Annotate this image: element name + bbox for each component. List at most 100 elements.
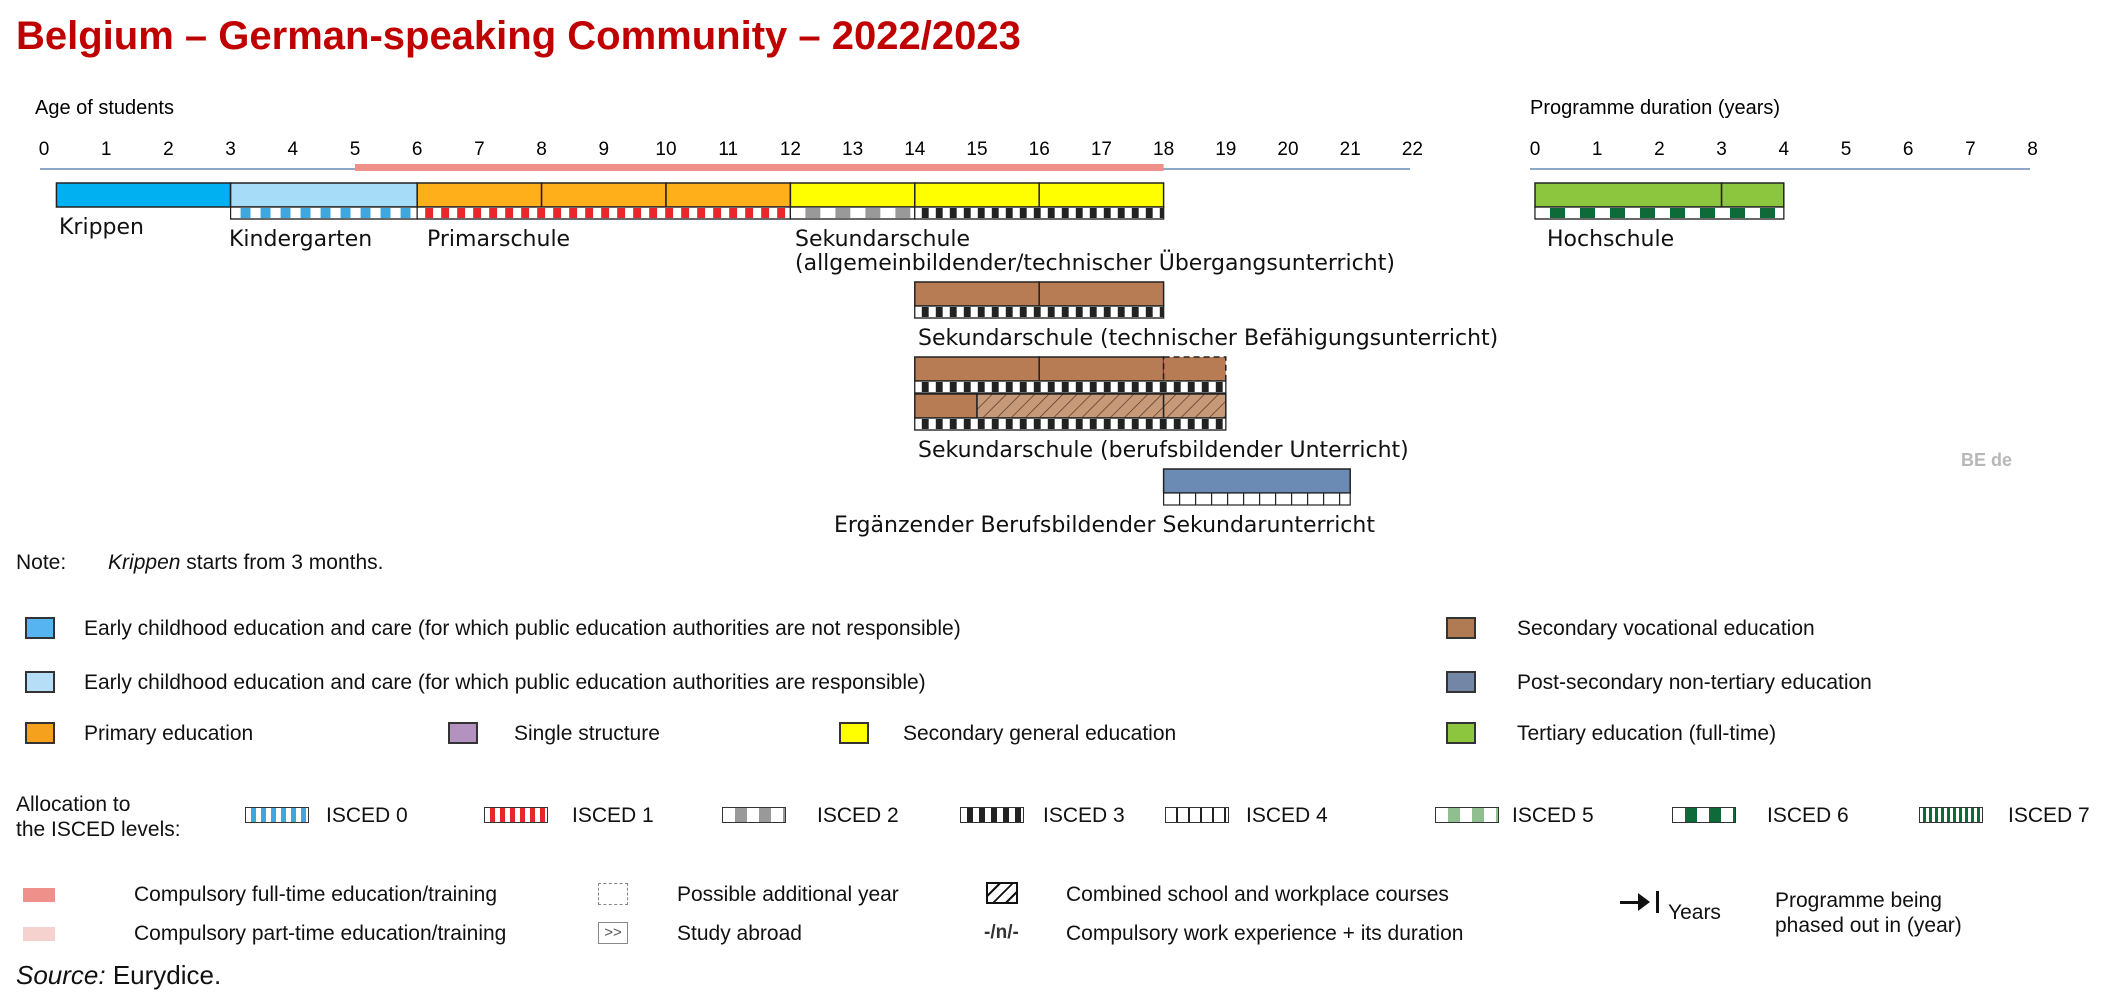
age-tick-6: 6 <box>412 139 423 160</box>
phased-out-label-2: phased out in (year) <box>1775 914 1962 937</box>
isced-strip-post-sec <box>1162 492 1351 506</box>
study-abroad-icon: >> <box>598 922 628 944</box>
isced-2-label: ISCED 2 <box>817 804 899 827</box>
isced-4-label: ISCED 4 <box>1246 804 1328 827</box>
work-experience-label: Compulsory work experience + its duratio… <box>1066 922 1464 945</box>
label-krippen: Krippen <box>59 215 144 240</box>
bar-post-sec <box>1162 468 1351 494</box>
note-rest: starts from 3 months. <box>180 551 384 574</box>
bar-sek-general-0 <box>789 182 916 208</box>
legend-swatch-ecec-resp <box>25 671 55 693</box>
bar-sek-voc-0 <box>914 356 1040 382</box>
legend-swatch-sec-general <box>839 722 869 744</box>
phased-out-label-1: Programme being <box>1775 889 1942 912</box>
duration-tick-1: 1 <box>1592 139 1603 160</box>
age-tick-15: 15 <box>966 139 987 160</box>
years-label: Years <box>1668 901 1721 924</box>
bar-hochschule-1 <box>1720 182 1785 208</box>
combined-icon <box>986 882 1018 904</box>
age-tick-8: 8 <box>536 139 547 160</box>
isced-label-1: Allocation to <box>16 793 131 816</box>
education-diagram: Age of students Programme duration (year… <box>35 97 2038 506</box>
years-arrow-icon <box>1620 901 1646 904</box>
legend-post-sec: Post-secondary non-tertiary education <box>1517 671 1872 694</box>
duration-tick-6: 6 <box>1903 139 1914 160</box>
additional-year-icon <box>598 883 628 905</box>
age-tick-2: 2 <box>163 139 174 160</box>
age-tick-5: 5 <box>350 139 361 160</box>
legend-single: Single structure <box>514 722 660 745</box>
source: Source: Eurydice. <box>16 960 221 991</box>
legend-sec-voc: Secondary vocational education <box>1517 617 1815 640</box>
country-code: BE de <box>1961 450 2013 470</box>
isced-6-label: ISCED 6 <box>1767 804 1849 827</box>
legend-ecec-not: Early childhood education and care (for … <box>84 617 961 640</box>
duration-tick-0: 0 <box>1530 139 1541 160</box>
age-tick-18: 18 <box>1153 139 1174 160</box>
note-italic: Krippen <box>108 551 181 574</box>
legend-swatch-primary <box>25 722 55 744</box>
label-sek-tech: Sekundarschule (technischer Befähigungsu… <box>918 326 1499 351</box>
bar-sek-voc-additional-year <box>1162 356 1227 382</box>
page-title: Belgium – German-speaking Community – 20… <box>16 14 1021 58</box>
isced-strip-primarschule <box>416 206 792 220</box>
isced-strip-kindergarten <box>230 206 418 220</box>
age-tick-0: 0 <box>39 139 50 160</box>
isced-5-swatch <box>1435 807 1499 823</box>
legend-tertiary: Tertiary education (full-time) <box>1517 722 1777 745</box>
label-kindergarten: Kindergarten <box>229 227 373 252</box>
age-tick-19: 19 <box>1215 139 1236 160</box>
duration-tick-5: 5 <box>1841 139 1852 160</box>
age-tick-7: 7 <box>474 139 485 160</box>
age-tick-17: 17 <box>1091 139 1112 160</box>
isced-7-swatch <box>1919 807 1983 823</box>
label-sek-general-1: Sekundarschule <box>795 227 971 252</box>
isced-strip-sek-general-lower <box>789 206 916 220</box>
bar-kindergarten <box>229 182 418 208</box>
additional-year-label: Possible additional year <box>677 883 899 906</box>
years-arrow-bar-icon <box>1656 891 1659 913</box>
age-tick-3: 3 <box>225 139 236 160</box>
compulsory-fulltime-bar <box>355 164 1164 171</box>
isced-strip-sek-voc-combined <box>914 417 1227 431</box>
bar-krippen <box>55 182 232 208</box>
comp-part-label: Compulsory part-time education/training <box>134 922 507 945</box>
isced-strip-sek-general-upper <box>914 206 1165 220</box>
isced-3-swatch <box>960 807 1024 823</box>
isced-0-swatch <box>245 807 309 823</box>
legend-swatch-ecec-not <box>25 617 55 639</box>
isced-3-label: ISCED 3 <box>1043 804 1125 827</box>
isced-1-label: ISCED 1 <box>572 804 654 827</box>
source-text: Eurydice. <box>105 960 222 990</box>
age-tick-14: 14 <box>904 139 926 160</box>
note: Note: Krippen starts from 3 months. <box>16 551 384 575</box>
study-abroad-label: Study abroad <box>677 922 802 945</box>
label-hochschule: Hochschule <box>1547 227 1675 252</box>
legend-swatch-sec-voc <box>1446 617 1476 639</box>
bar-primarschule-0 <box>416 182 543 208</box>
note-label: Note: <box>16 551 67 574</box>
bar-sek-general-1 <box>914 182 1040 208</box>
isced-strip-sek-tech <box>914 305 1165 319</box>
age-tick-11: 11 <box>718 139 738 160</box>
duration-tick-4: 4 <box>1779 139 1790 160</box>
bar-primarschule-1 <box>540 182 667 208</box>
isced-strip-sek-voc <box>914 380 1227 394</box>
bar-sek-tech-0 <box>914 281 1040 307</box>
age-tick-20: 20 <box>1277 139 1298 160</box>
legend-swatch-tertiary <box>1446 722 1476 744</box>
comp-full-label: Compulsory full-time education/training <box>134 883 497 906</box>
age-tick-10: 10 <box>655 139 676 160</box>
legend-ecec-resp: Early childhood education and care (for … <box>84 671 926 694</box>
legend-swatch-post-sec <box>1446 671 1476 693</box>
label-sek-voc: Sekundarschule (berufsbildender Unterric… <box>918 438 1409 463</box>
isced-strip-hochschule <box>1534 206 1785 220</box>
age-axis-label: Age of students <box>35 97 174 119</box>
isced-4-swatch <box>1165 807 1229 823</box>
isced-7-label: ISCED 7 <box>2008 804 2090 827</box>
isced-1-swatch <box>484 807 548 823</box>
isced-5-label: ISCED 5 <box>1512 804 1594 827</box>
source-label: Source: <box>16 960 106 990</box>
label-primarschule: Primarschule <box>427 227 571 252</box>
